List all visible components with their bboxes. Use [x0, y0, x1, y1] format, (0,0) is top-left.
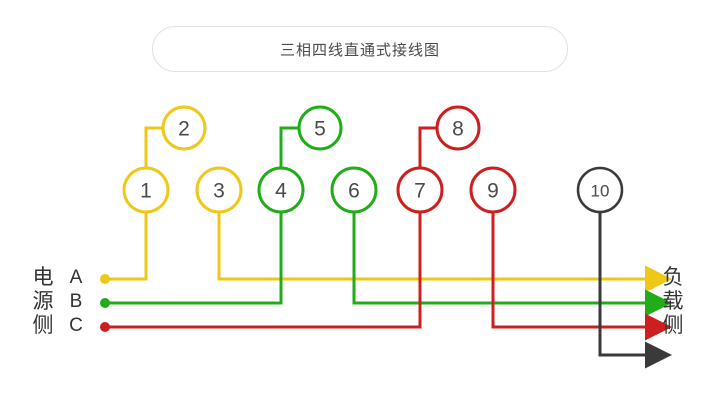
- terminal-5[interactable]: 5: [297, 105, 343, 151]
- terminal-1-circle[interactable]: [122, 166, 170, 214]
- load-side-char-1: 负: [662, 266, 684, 289]
- terminal-1-label: 1: [140, 180, 152, 203]
- terminal-4-label: 4: [275, 180, 287, 203]
- terminal-8-label: 8: [452, 118, 464, 141]
- terminal-3-circle[interactable]: [195, 166, 243, 214]
- diagram-title-pill: 三相四线直通式接线图: [152, 26, 568, 72]
- terminal-group: 1 2 3 4 5 6 7: [122, 105, 624, 214]
- terminal-4-circle[interactable]: [257, 166, 305, 214]
- terminal-6-label: 6: [348, 180, 360, 203]
- phase-b-wiring: [100, 126, 672, 317]
- terminal-1[interactable]: 1: [122, 166, 170, 214]
- source-side-char-2: 源: [32, 290, 54, 313]
- phase-c-wiring: [100, 126, 672, 341]
- terminal-4[interactable]: 4: [257, 166, 305, 214]
- terminal-10-circle[interactable]: [576, 166, 624, 214]
- terminal-7-label: 7: [414, 180, 426, 203]
- terminal-9[interactable]: 9: [469, 166, 517, 214]
- phase-label-a: A: [69, 267, 83, 288]
- page-title: 三相四线直通式接线图: [279, 41, 440, 59]
- load-side-char-3: 侧: [662, 314, 684, 337]
- terminal-7[interactable]: 7: [396, 166, 444, 214]
- terminal-9-label: 9: [487, 180, 499, 203]
- wire-terminal-6-to-load-b: [352, 212, 672, 317]
- terminal-2-label: 2: [178, 118, 190, 141]
- wire-source-a-to-terminal-1: [105, 212, 148, 281]
- wire-source-b-to-terminal-4: [105, 212, 283, 305]
- jumper-terminal-4-to-5: [279, 126, 299, 168]
- phase-label-b: B: [69, 291, 83, 312]
- terminal-6-circle[interactable]: [330, 166, 378, 214]
- terminal-5-label: 5: [314, 118, 326, 141]
- wire-terminal-3-to-load-a: [217, 212, 672, 293]
- terminal-2-circle[interactable]: [161, 105, 207, 151]
- phase-letter-column: A B C: [66, 266, 86, 338]
- terminal-5-circle[interactable]: [297, 105, 343, 151]
- load-side-char-2: 载: [662, 290, 684, 313]
- source-side-label: 电 源 侧: [30, 266, 56, 338]
- terminal-3-label: 3: [213, 180, 225, 203]
- terminal-3[interactable]: 3: [195, 166, 243, 214]
- jumper-terminal-1-to-2: [144, 126, 163, 168]
- terminal-6[interactable]: 6: [330, 166, 378, 214]
- wire-terminal-10-to-load-neutral: [598, 212, 672, 369]
- source-side-char-3: 侧: [32, 314, 54, 337]
- load-side-label: 负 载 侧: [660, 266, 686, 338]
- terminal-10-label: 10: [591, 182, 610, 201]
- terminal-10[interactable]: 10: [576, 166, 624, 214]
- terminal-7-circle[interactable]: [396, 166, 444, 214]
- phase-label-c: C: [69, 315, 83, 336]
- wire-terminal-9-to-load-c: [491, 212, 672, 341]
- source-side-char-1: 电: [32, 266, 54, 289]
- terminal-8-circle[interactable]: [435, 105, 481, 151]
- terminal-8[interactable]: 8: [435, 105, 481, 151]
- terminal-9-circle[interactable]: [469, 166, 517, 214]
- phase-a-wiring: [100, 126, 672, 293]
- wire-source-c-to-terminal-7: [105, 212, 422, 329]
- jumper-terminal-7-to-8: [418, 126, 437, 168]
- terminal-2[interactable]: 2: [161, 105, 207, 151]
- neutral-wiring: [598, 212, 672, 369]
